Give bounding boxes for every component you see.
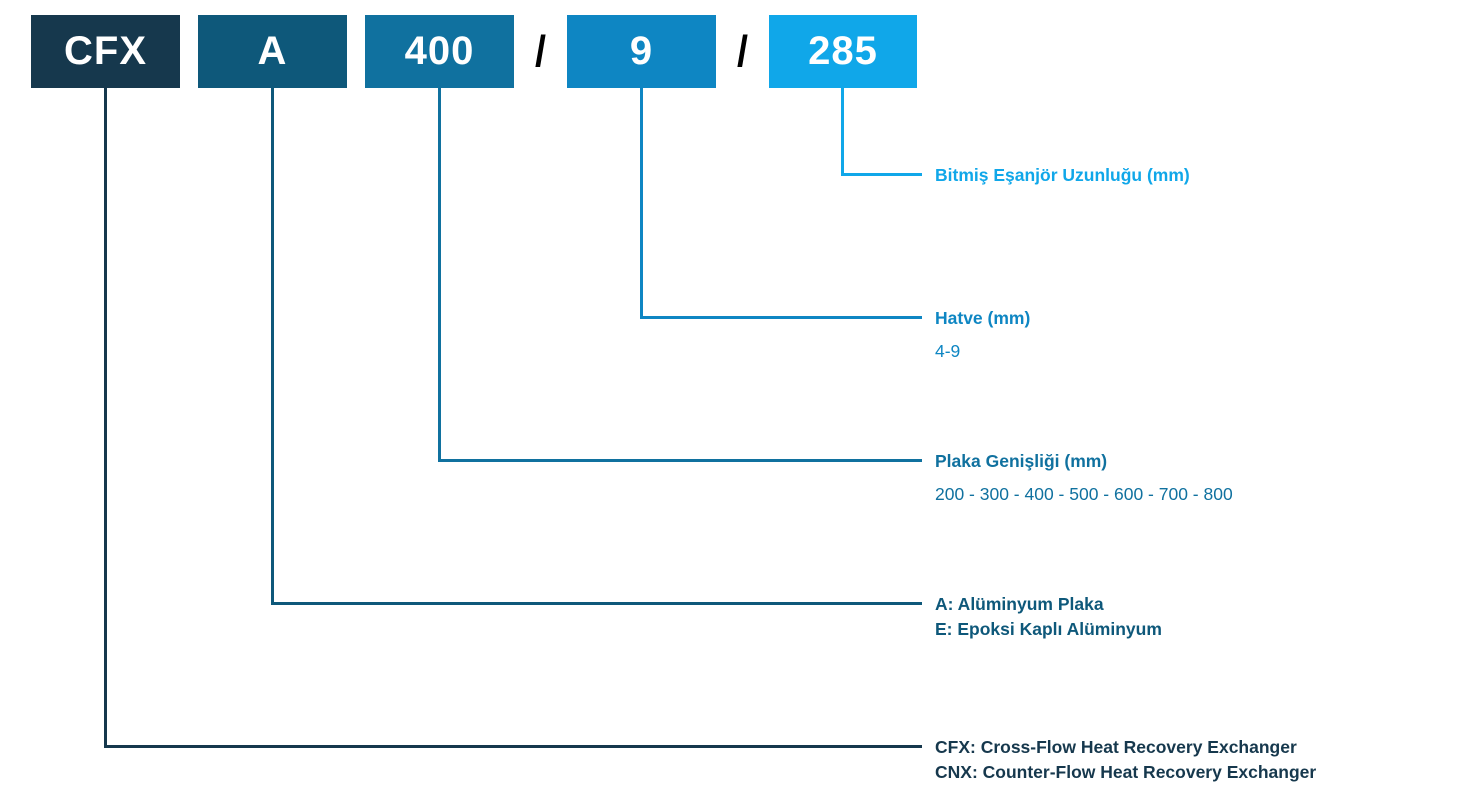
legend-title-series-cnx: CNX: Counter-Flow Heat Recovery Exchange… — [935, 762, 1317, 782]
code-box-length: 285 — [769, 15, 917, 88]
legend-title-plate-material-a: A: Alüminyum Plaka — [935, 594, 1104, 614]
legend-item-plate-width: Plaka Genişliği (mm) 200 - 300 - 400 - 5… — [935, 449, 1233, 507]
connector-horizontal-pitch — [640, 316, 922, 319]
code-box-pitch: 9 — [567, 15, 716, 88]
legend-title-pitch: Hatve (mm) — [935, 308, 1031, 328]
connector-vertical-length — [841, 88, 844, 176]
connector-horizontal-plate-material — [271, 602, 922, 605]
legend-item-length: Bitmiş Eşanjör Uzunluğu (mm) — [935, 163, 1190, 188]
code-box-plate-material: A — [198, 15, 347, 88]
legend-item-plate-material: A: Alüminyum Plaka E: Epoksi Kaplı Alümi… — [935, 592, 1162, 642]
slash-separator: / — [736, 26, 748, 76]
connector-horizontal-length — [841, 173, 922, 176]
connector-vertical-pitch — [640, 88, 643, 319]
legend-item-pitch: Hatve (mm) 4-9 — [935, 306, 1030, 364]
legend-title-plate-material-e: E: Epoksi Kaplı Alüminyum — [935, 619, 1162, 639]
connector-horizontal-plate-width — [438, 459, 922, 462]
code-box-series: CFX — [31, 15, 180, 88]
legend-item-series: CFX: Cross-Flow Heat Recovery Exchanger … — [935, 735, 1316, 785]
legend-title-plate-width: Plaka Genişliği (mm) — [935, 451, 1108, 471]
connector-vertical-series — [104, 88, 107, 748]
legend-values-pitch: 4-9 — [935, 341, 961, 361]
legend-title-series-cfx: CFX: Cross-Flow Heat Recovery Exchanger — [935, 737, 1297, 757]
legend-values-plate-width: 200 - 300 - 400 - 500 - 600 - 700 - 800 — [935, 484, 1233, 504]
code-box-plate-width: 400 — [365, 15, 514, 88]
legend-title-length: Bitmiş Eşanjör Uzunluğu (mm) — [935, 165, 1190, 185]
connector-horizontal-series — [104, 745, 922, 748]
connector-vertical-plate-material — [271, 88, 274, 605]
slash-separator: / — [534, 26, 546, 76]
connector-vertical-plate-width — [438, 88, 441, 462]
